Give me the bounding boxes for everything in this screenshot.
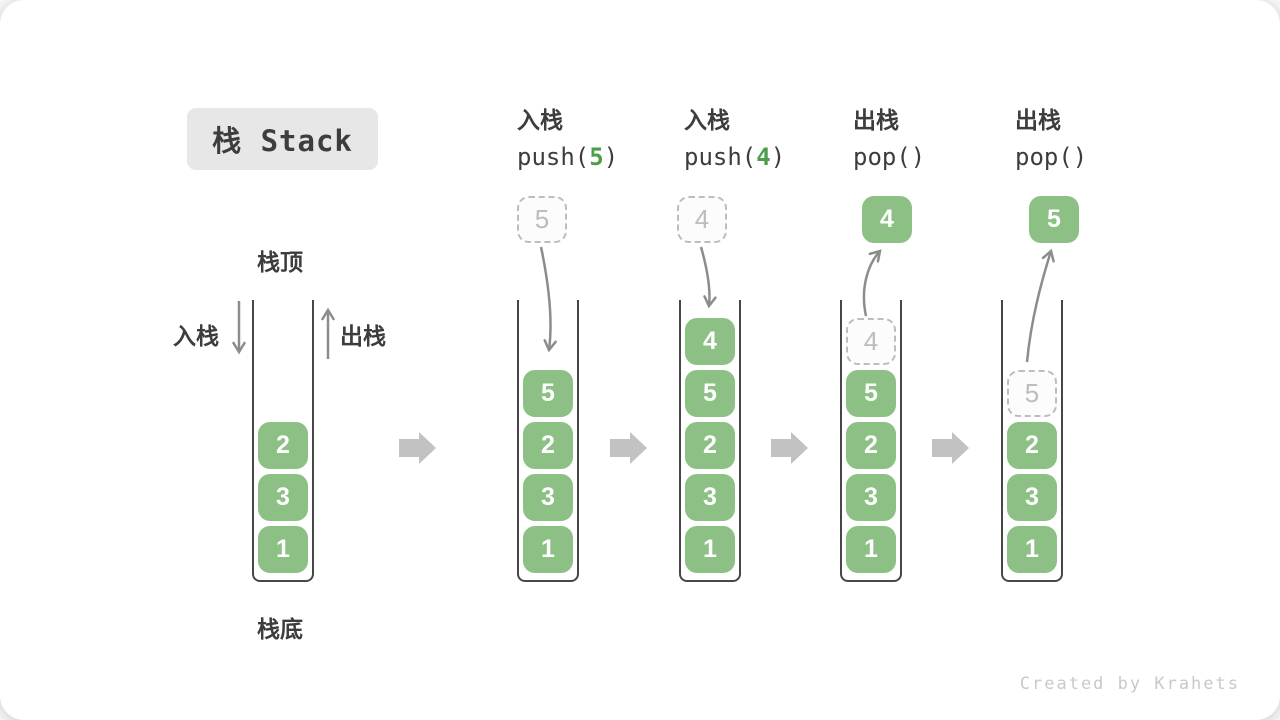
stack-cell: 2: [685, 422, 735, 469]
stack-cell: 3: [685, 474, 735, 521]
stack-cell: 4: [685, 318, 735, 365]
stack-cell: 1: [523, 526, 573, 573]
push-side-label: 入栈: [173, 323, 219, 349]
stack-cell-removed: 5: [1007, 370, 1057, 417]
stack-top-label: 栈顶: [257, 249, 303, 275]
flow-arrow-icon: [932, 432, 969, 464]
flow-arrow-icon: [399, 432, 436, 464]
popped-value-box: 4: [862, 196, 912, 243]
column-header-pop2: 出栈 pop(): [1015, 106, 1087, 171]
stack-bottom-label: 栈底: [257, 616, 303, 642]
flow-arrow-icon: [610, 432, 647, 464]
stack-cell: 3: [523, 474, 573, 521]
stack-cell: 3: [846, 474, 896, 521]
op-name: 出栈: [1015, 107, 1061, 133]
stack-cell: 2: [258, 422, 308, 469]
pop-side-label: 出栈: [340, 323, 386, 349]
op-arg: 5: [589, 143, 604, 171]
op-code: push(5): [517, 143, 619, 171]
stack-cell: 2: [1007, 422, 1057, 469]
op-name: 入栈: [517, 107, 563, 133]
stack-state-after-pop4: 4 5 2 3 1: [840, 300, 902, 582]
column-header-push4: 入栈 push(4): [684, 106, 785, 171]
column-header-push5: 入栈 push(5): [517, 106, 618, 171]
incoming-value-box: 5: [517, 196, 567, 243]
stack-state-after-push5: 5 2 3 1: [517, 300, 579, 582]
diagram-title-text: 栈 Stack: [212, 124, 353, 158]
stack-cell: 5: [523, 370, 573, 417]
stack-cell: 2: [846, 422, 896, 469]
push4-arrow: [699, 246, 717, 309]
flow-arrow-icon: [771, 432, 808, 464]
stack-cell-removed: 4: [846, 318, 896, 365]
stack-cell: 5: [846, 370, 896, 417]
stack-cell: 1: [846, 526, 896, 573]
stack-cell: 3: [258, 474, 308, 521]
stack-state-after-push4: 4 5 2 3 1: [679, 300, 741, 582]
stack-state-initial: 2 3 1: [252, 300, 314, 582]
incoming-value-box: 4: [677, 196, 727, 243]
stack-cell: 2: [523, 422, 573, 469]
stack-cell: 5: [685, 370, 735, 417]
stack-cell: 1: [685, 526, 735, 573]
op-name: 入栈: [684, 107, 730, 133]
op-arg: 4: [756, 143, 771, 171]
stack-cell: 3: [1007, 474, 1057, 521]
column-header-pop1: 出栈 pop(): [853, 106, 925, 171]
op-code: pop(): [853, 143, 926, 171]
stack-cell: 1: [258, 526, 308, 573]
op-code: pop(): [1015, 143, 1088, 171]
op-code: push(4): [684, 143, 786, 171]
op-name: 出栈: [853, 107, 899, 133]
diagram-title: 栈 Stack: [187, 108, 378, 170]
stack-state-after-pop5: 5 2 3 1: [1001, 300, 1063, 582]
watermark: Created by Krahets: [1019, 674, 1240, 694]
stack-cell: 1: [1007, 526, 1057, 573]
popped-value-box: 5: [1029, 196, 1079, 243]
